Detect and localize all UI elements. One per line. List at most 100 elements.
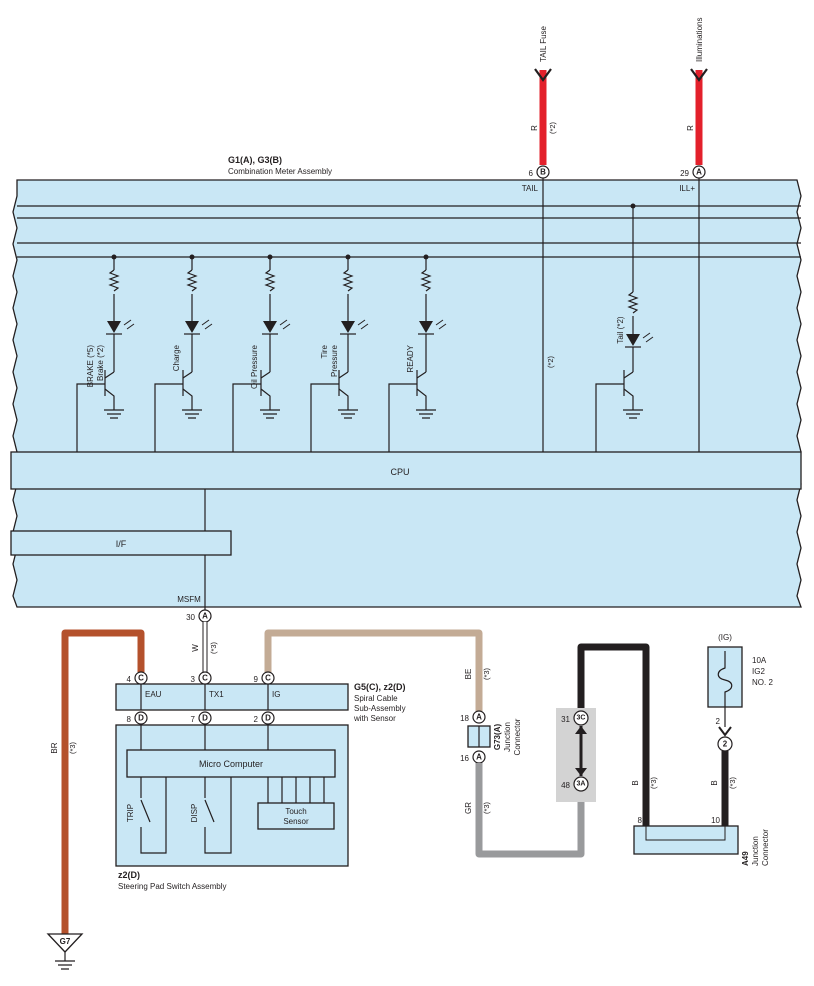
ground-symbol: [623, 409, 643, 419]
junction-dot: [630, 203, 636, 209]
resistor-symbol: [108, 269, 120, 292]
ill-terminal: ILL+: [679, 184, 695, 193]
resistor-symbol: [420, 269, 432, 292]
resistor-symbol: [186, 269, 198, 292]
a49-right-wire-color: B: [710, 780, 719, 785]
resistor-symbol: [264, 269, 276, 292]
indicator-label: Oil Pressure: [250, 344, 259, 389]
brown-wire: [61, 629, 145, 934]
a49-name-2: Connector: [761, 829, 770, 866]
tail-terminal: TAIL: [522, 184, 539, 193]
transistor-base-wire: [595, 383, 624, 452]
spiral-cable-box: [115, 683, 349, 711]
transistor-symbol: [416, 371, 427, 410]
connector-3a-number: 48: [561, 781, 570, 790]
ground-symbol: [338, 409, 358, 419]
led-symbol: [419, 321, 433, 333]
resistor-symbol: [627, 291, 639, 314]
connector-3: 3C 31 3A 48: [556, 643, 650, 826]
g73-lower-wire-color: GR: [464, 802, 473, 814]
micro-computer-box: [126, 749, 336, 778]
spiral-bottom-pin-number: 8: [127, 715, 132, 724]
msfm-terminal: MSFM: [177, 595, 201, 604]
indicator-label-2: Pressure: [330, 344, 339, 377]
g73-upper-wire-color: BE: [464, 669, 473, 680]
cpu-block: [10, 451, 802, 490]
touch-sensor-label-1: Touch: [285, 807, 306, 816]
msfm-pin-number: 30: [186, 613, 195, 622]
trip-label: TRIP: [126, 804, 135, 822]
ground-label: G7: [60, 937, 71, 946]
meter-outline: [12, 179, 802, 608]
chevron-down-icon: [718, 726, 732, 737]
steering-pad-box: [115, 724, 349, 867]
gray-wire: [475, 763, 585, 858]
tan-wire-circuit: BE (*3): [264, 629, 491, 711]
steering-pad-name: Steering Pad Switch Assembly: [118, 882, 227, 891]
a49-right-pin: 10: [711, 816, 720, 825]
transistor-base-wire: [310, 383, 339, 452]
g73-bottom-pin-number: 16: [460, 754, 469, 763]
illuminations-circuit: Illuminations R A 29 ILL+: [679, 18, 708, 452]
touch-sensor-box: [257, 802, 335, 830]
black-wire-left: [577, 643, 650, 826]
spiral-top-pin-letter: C: [265, 674, 271, 683]
a49-right-wire-note: (*3): [728, 776, 737, 789]
g73-top-pin-number: 18: [460, 714, 469, 723]
transistor-base-wire: [76, 383, 105, 452]
micro-computer-label: Micro Computer: [199, 759, 263, 769]
tail-fuse-label: TAIL Fuse: [539, 25, 548, 62]
led-symbol: [626, 334, 640, 346]
spiral-terminal-label: IG: [272, 690, 280, 699]
connector-3c-number: 31: [561, 715, 570, 724]
ground-symbol: [104, 409, 124, 419]
msfm-wire-color: W: [191, 644, 200, 652]
ill-wire-color: R: [686, 125, 695, 131]
led-symbol: [263, 321, 277, 333]
tail-pin-letter: B: [540, 168, 546, 177]
led-symbol: [341, 321, 355, 333]
resistor-symbol: [342, 269, 354, 292]
fuse-header: (IG): [718, 633, 732, 642]
touch-sensor-wires: [267, 777, 325, 803]
arrow-down-icon: [534, 68, 552, 82]
ground-symbol: [416, 409, 436, 419]
meter-title: G1(A), G3(B): [228, 155, 282, 165]
tan-wire: [264, 629, 483, 711]
transistor-base-wire: [388, 383, 417, 452]
ground-symbol: [260, 409, 280, 419]
spiral-bottom-pin-letter: D: [138, 714, 144, 723]
spiral-cable-title: G5(C), z2(D): [354, 682, 406, 692]
msfm-wire-note: (*3): [209, 641, 218, 654]
g73-upper-wire-note: (*3): [482, 667, 491, 680]
spiral-top-pin-number: 9: [254, 675, 259, 684]
connector-arrow-down-icon: [575, 768, 587, 776]
ground-symbol: [182, 409, 202, 419]
a49-name-1: Junction: [751, 836, 760, 866]
spiral-bottom-pin-letter: D: [265, 714, 271, 723]
msfm-connection: A 30 W (*3): [186, 609, 218, 672]
ground-wire-circuit: BR (*3) G7: [46, 629, 145, 970]
g73-title: G73(A): [493, 724, 502, 751]
arrow-down-icon: [690, 68, 708, 82]
fuse-icon: [717, 651, 733, 707]
tail-lamp-label: Tail (*2): [616, 316, 625, 343]
g73-name-2: Connector: [513, 718, 522, 755]
spiral-top-pin-number: 4: [127, 675, 132, 684]
a49-left-wire-note: (*3): [649, 776, 658, 789]
indicator-label: READY: [406, 344, 415, 372]
steering-pad-assembly: Micro Computer TRIP DISP Touch Sensor z2…: [115, 724, 349, 891]
transistor-symbol: [623, 371, 634, 410]
ground-wire-note: (*3): [68, 741, 77, 754]
junction-a49: B (*3) B (*3) 8 10 A49 Junction Connecto…: [631, 776, 770, 866]
msfm-pin-letter: A: [202, 612, 208, 621]
meter-subtitle: Combination Meter Assembly: [228, 167, 332, 176]
a49-internal-link: [645, 826, 726, 841]
spiral-bottom-pin: [261, 711, 275, 725]
spiral-cable-name-3: with Sensor: [353, 714, 396, 723]
g73-name-1: Junction: [503, 722, 512, 752]
combination-meter: CPU I/F MSFM G1(A), G3(B) Combination Me…: [10, 155, 802, 612]
indicator-label: BRAKE (*5): [86, 345, 95, 388]
